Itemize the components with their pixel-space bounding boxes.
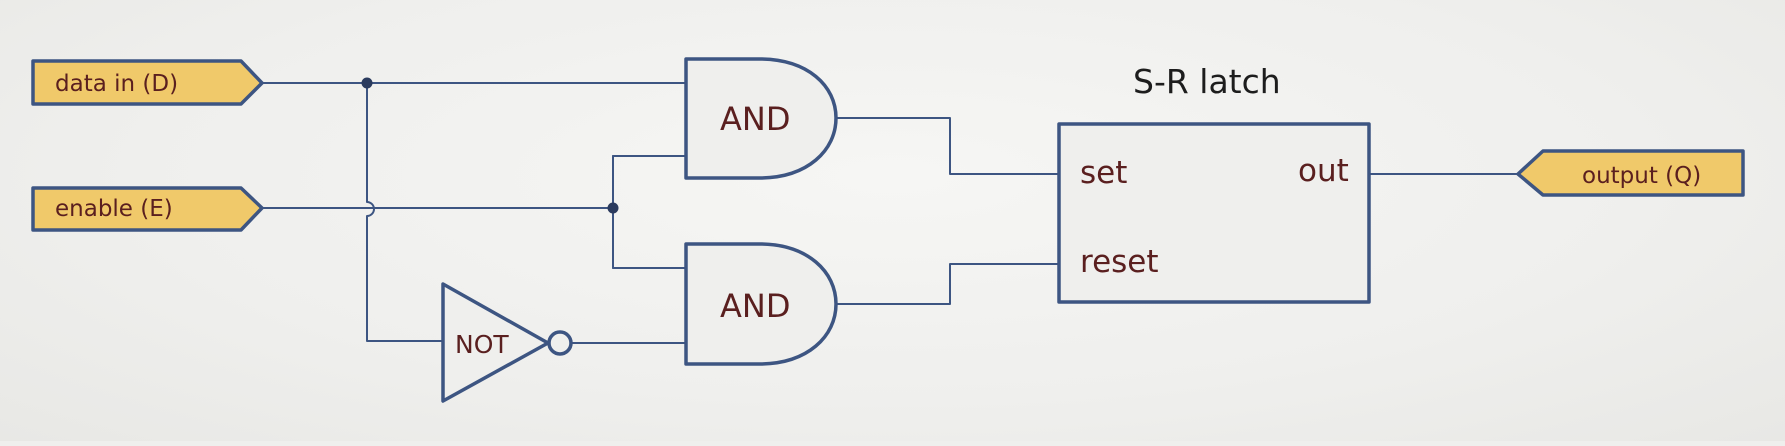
wire-and-top-to-set [835, 117, 1060, 175]
input-pin-enable: enable (E) [31, 186, 264, 232]
input-pin-enable-label: enable (E) [55, 196, 173, 222]
input-pin-data: data in (D) [31, 59, 264, 106]
wire-data-to-not [366, 82, 444, 342]
not-gate-bubble [547, 330, 573, 356]
not-gate: NOT [441, 282, 573, 403]
not-gate-label: NOT [455, 330, 509, 359]
wires [261, 82, 1519, 344]
and-gate-top-label: AND [720, 100, 790, 138]
and-gate-bottom-label: AND [720, 287, 790, 325]
output-pin-label: output (Q) [1582, 163, 1701, 189]
and-gate-bottom: AND [684, 242, 838, 366]
sr-latch-title: S-R latch [1133, 62, 1281, 101]
output-pin: output (Q) [1516, 149, 1745, 197]
sr-latch-reset-label: reset [1080, 244, 1159, 280]
and-gate-top: AND [684, 57, 838, 180]
sr-latch-out-label: out [1298, 153, 1349, 189]
junction-data [361, 77, 373, 89]
input-pin-data-label: data in (D) [55, 71, 178, 97]
sr-latch-set-label: set [1080, 155, 1127, 191]
junction-enable [607, 202, 619, 214]
wire-and-bottom-to-reset [835, 263, 1060, 305]
sr-latch: S-R latch set reset out [1057, 62, 1371, 304]
sr-latch-box [1057, 122, 1371, 304]
